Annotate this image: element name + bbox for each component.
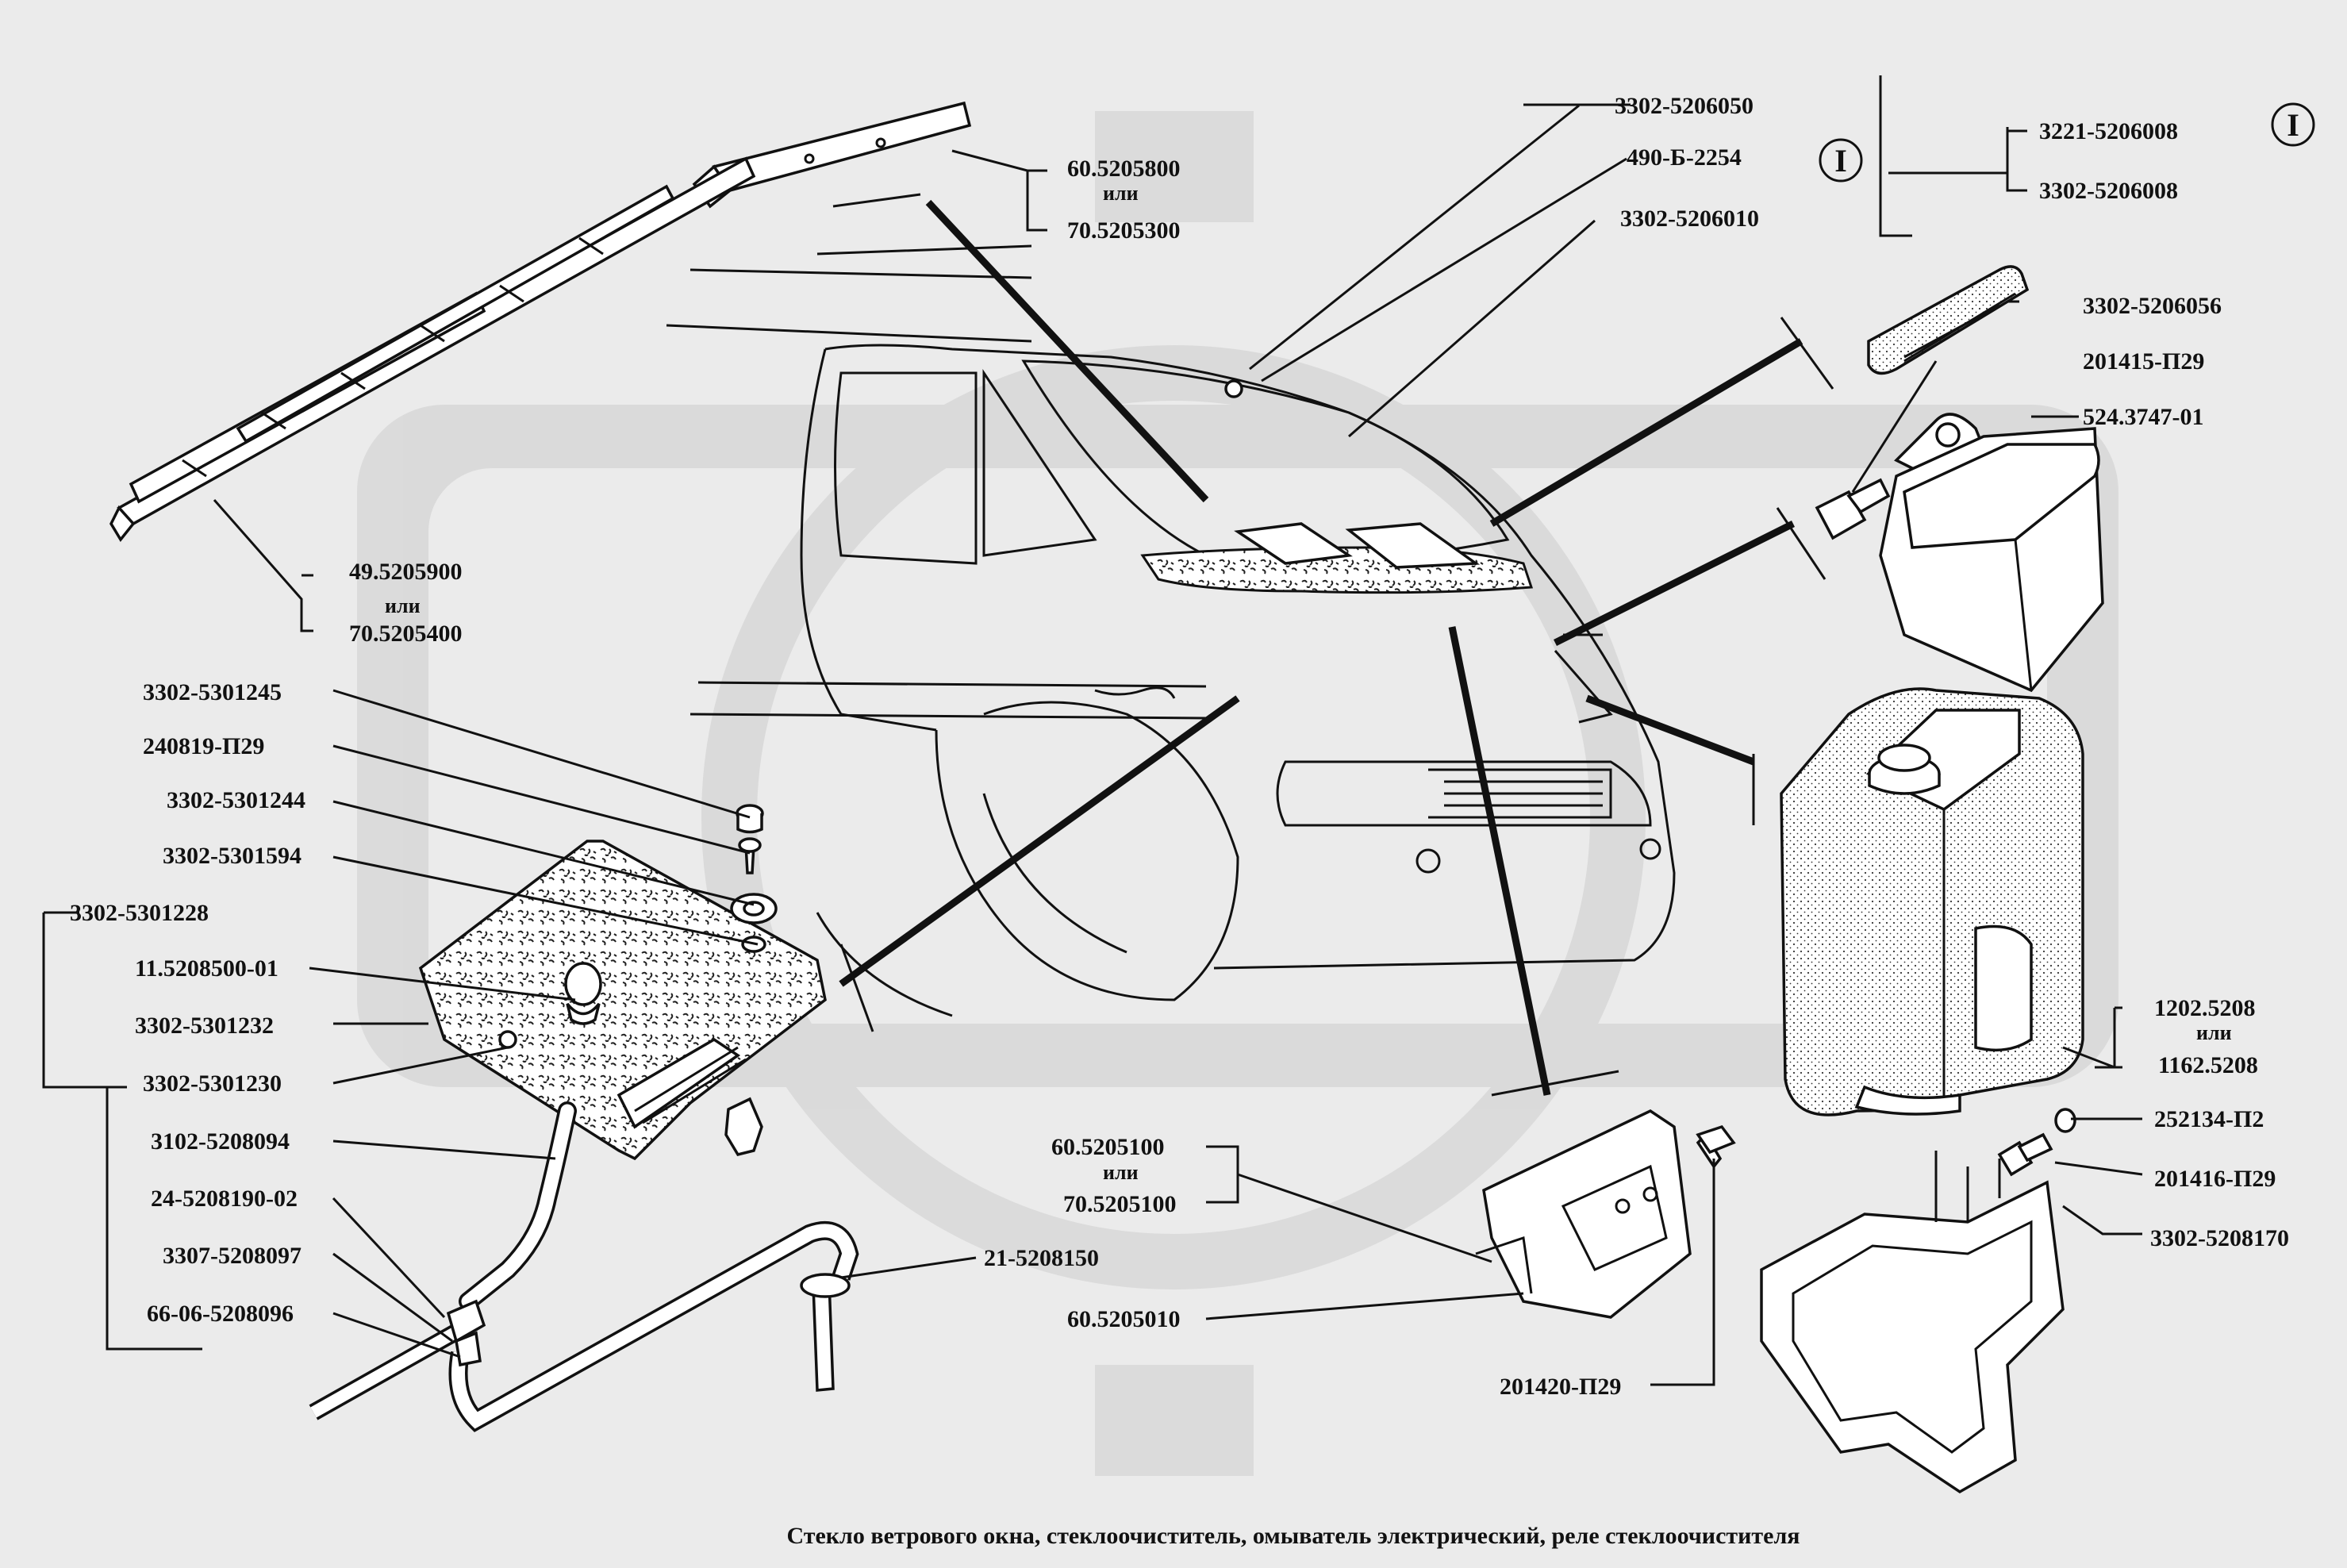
group-marker-ring [1819, 138, 1863, 183]
label-3302-5206010: 3302-5206010 [1620, 206, 1759, 232]
label-3221-5206008: 3221-5206008 [2039, 118, 2178, 144]
wiper-relay [1879, 413, 2104, 693]
watermark-logo [357, 111, 2118, 1476]
label-3302-5208170: 3302-5208170 [2150, 1225, 2289, 1251]
wiper-arm [692, 101, 972, 209]
vehicle-cab-outline [666, 193, 1676, 1017]
cowl-panel-installed [1140, 379, 1534, 594]
label-or-2: или [385, 594, 421, 617]
callout-lines [42, 75, 2143, 1386]
label-201420-p29: 201420-П29 [1500, 1374, 1621, 1400]
label-3302-5301594: 3302-5301594 [163, 843, 302, 869]
group-marker-left: I [1834, 143, 1847, 179]
label-60-5205800: 60.5205800 [1067, 156, 1181, 182]
label-60-5205100: 60.5205100 [1051, 1134, 1165, 1160]
label-3302-5206050: 3302-5206050 [1615, 93, 1754, 119]
label-3302-5206056: 3302-5206056 [2083, 293, 2222, 319]
windshield-seal [1867, 265, 2030, 375]
cowl-clip [724, 1097, 763, 1157]
label-21-5208150: 21-5208150 [984, 1245, 1099, 1271]
label-3302-5301244: 3302-5301244 [167, 787, 305, 813]
label-3302-5206008: 3302-5206008 [2039, 178, 2178, 204]
washer-hoses [309, 1101, 859, 1432]
label-3302-5301230: 3302-5301230 [143, 1070, 282, 1097]
label-201415-p29: 201415-П29 [2083, 348, 2204, 375]
bracket-bolt [1696, 1124, 1736, 1169]
group-marker-ring-right [2271, 102, 2315, 147]
label-1202-5208: 1202.5208 [2154, 995, 2256, 1021]
label-66-06-5208096: 66-06-5208096 [147, 1301, 294, 1327]
label-490-b-2254: 490-Б-2254 [1627, 144, 1742, 171]
label-24-5208190-02: 24-5208190-02 [151, 1186, 298, 1212]
label-201416-p29: 201416-П29 [2154, 1166, 2276, 1192]
label-3102-5208094: 3102-5208094 [151, 1128, 290, 1155]
label-240819-p29: 240819-П29 [143, 733, 264, 759]
label-70-5205300: 70.5205300 [1067, 217, 1181, 244]
relay-bolt [1815, 478, 1891, 540]
washer-nozzle [564, 962, 602, 1025]
leader-arrows [839, 199, 1834, 1097]
label-or-3: или [1103, 1161, 1139, 1184]
label-70-5205100: 70.5205100 [1063, 1191, 1177, 1217]
reservoir-bracket [1760, 1151, 2065, 1494]
wiper-blade [109, 156, 756, 543]
label-or-1: или [1103, 182, 1139, 205]
label-or-4: или [2196, 1021, 2232, 1044]
group-marker-right: I [2287, 107, 2299, 143]
cowl-panel-exploded [418, 840, 827, 1161]
label-252134-p2: 252134-П2 [2154, 1106, 2264, 1132]
part-labels: 3302-5206050 490-Б-2254 3302-5206010 I I… [70, 93, 2315, 1400]
label-3302-5301228: 3302-5301228 [70, 900, 209, 926]
label-524-3747-01: 524.3747-01 [2083, 404, 2204, 430]
label-3307-5208097: 3307-5208097 [163, 1243, 302, 1269]
label-1162-5208: 1162.5208 [2158, 1052, 2258, 1078]
diagram-caption: Стекло ветрового окна, стеклоочиститель,… [786, 1523, 1800, 1549]
label-49-5205900: 49.5205900 [349, 559, 463, 585]
label-70-5205400: 70.5205400 [349, 621, 463, 647]
wiper-motor-bracket [1475, 1109, 1692, 1319]
label-3302-5301232: 3302-5301232 [135, 1013, 274, 1039]
pump-fasteners [1997, 1108, 2076, 1177]
cowl-fasteners [730, 804, 778, 953]
washer-reservoir [1780, 687, 2084, 1116]
label-11-5208500-01: 11.5208500-01 [135, 955, 278, 982]
label-60-5205010: 60.5205010 [1067, 1306, 1181, 1332]
label-3302-5301245: 3302-5301245 [143, 679, 282, 705]
